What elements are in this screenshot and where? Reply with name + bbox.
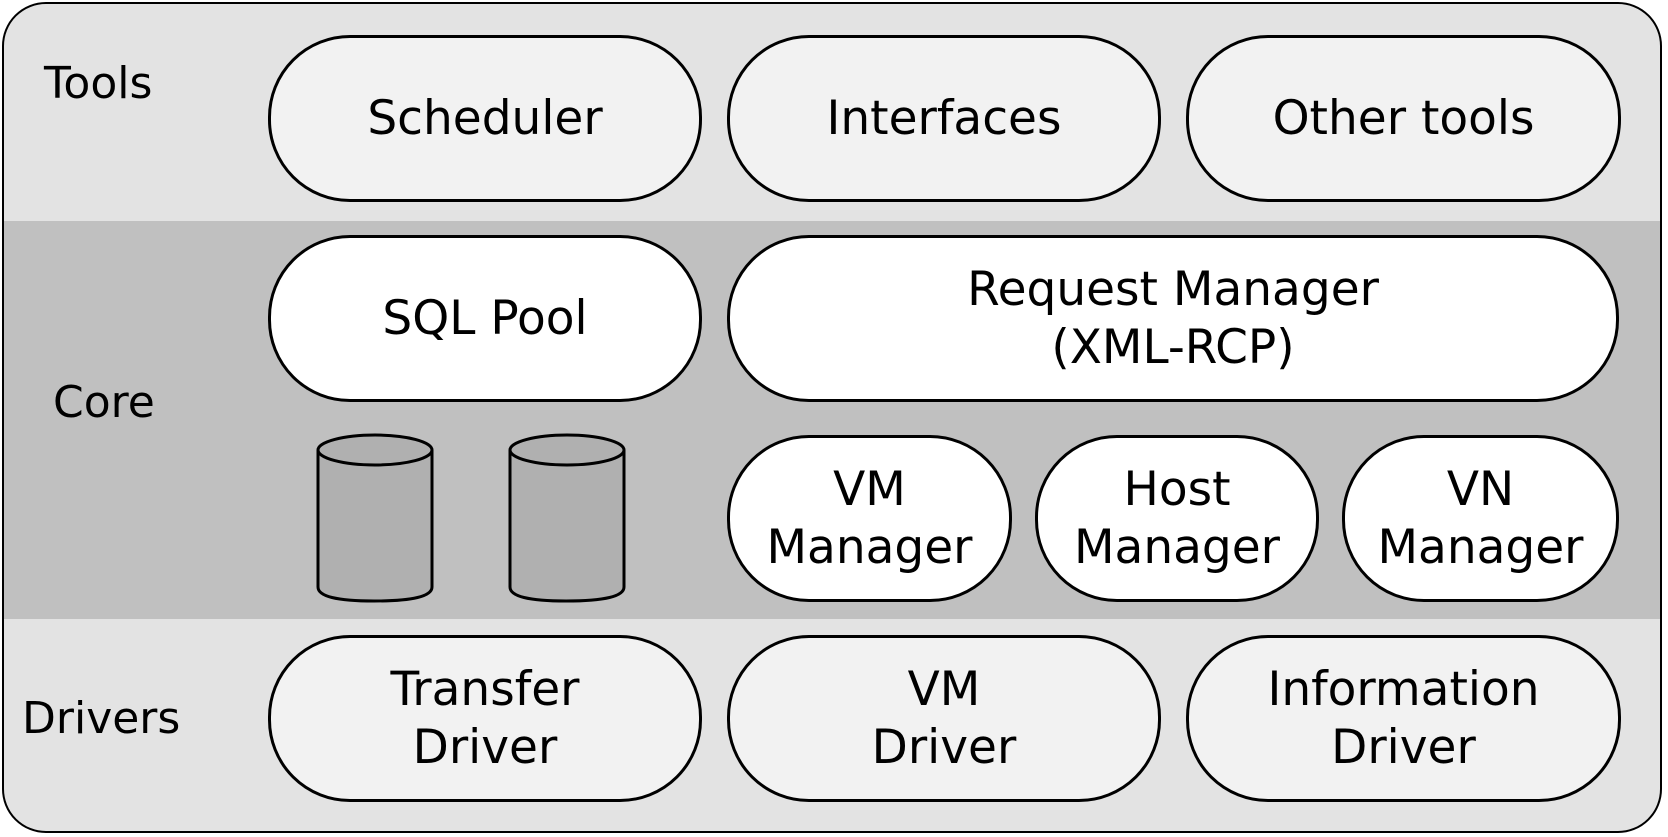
drivers-layer-label: Drivers — [22, 693, 181, 744]
database-icon — [508, 433, 626, 603]
core-layer-label: Core — [53, 377, 155, 428]
request-manager-box: Request Manager (XML-RCP) — [727, 235, 1619, 402]
database-icon — [316, 433, 434, 603]
other-tools-box: Other tools — [1186, 35, 1621, 202]
tools-layer-label: Tools — [44, 58, 153, 109]
interfaces-box: Interfaces — [727, 35, 1161, 202]
vm-driver-box: VM Driver — [727, 635, 1161, 802]
information-driver-box: Information Driver — [1186, 635, 1621, 802]
host-manager-box: Host Manager — [1035, 435, 1319, 602]
transfer-driver-box: Transfer Driver — [268, 635, 702, 802]
vm-manager-box: VM Manager — [727, 435, 1012, 602]
vn-manager-box: VN Manager — [1342, 435, 1619, 602]
scheduler-box: Scheduler — [268, 35, 702, 202]
sql-pool-box: SQL Pool — [268, 235, 702, 402]
